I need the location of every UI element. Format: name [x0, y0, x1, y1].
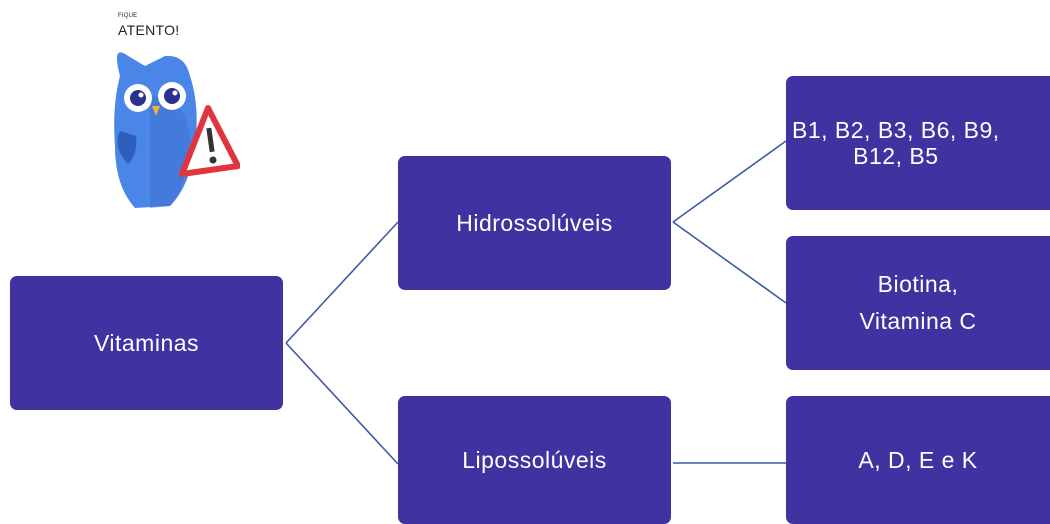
leaf-line: Biotina,: [877, 271, 959, 298]
connector-hidro-leaf2: [672, 221, 787, 304]
badge-big-text: ATENTO!: [118, 22, 180, 38]
leaf-box-biotina: Biotina, Vitamina C: [786, 236, 1050, 370]
leaf-line: B12, B5: [853, 143, 939, 169]
leaf-box-b-vitamins: B1, B2, B3, B6, B9, B12, B5: [786, 76, 1050, 210]
leaf-line: B1, B2, B3, B6, B9,: [792, 116, 1000, 143]
badge-small-text: FIQUE: [118, 13, 138, 19]
leaf-line: Vitamina C: [859, 308, 977, 334]
leaf-line: A, D, E e K: [858, 446, 978, 473]
leaf-box-adek: A, D, E e K: [786, 396, 1050, 524]
owl-warning-icon: [114, 52, 240, 208]
connector-root-lipo: [285, 342, 399, 465]
branch-box-hidrossoluveis: Hidrossolúveis: [398, 156, 671, 290]
branch-label-hidrossoluveis: Hidrossolúveis: [456, 209, 613, 236]
branch-label-lipossoluveis: Lipossolúveis: [462, 446, 607, 473]
root-label: Vitaminas: [93, 329, 200, 356]
root-box-vitaminas: Vitaminas: [10, 276, 283, 410]
branch-box-lipossoluveis: Lipossolúveis: [398, 396, 671, 524]
connector-hidro-leaf1: [672, 140, 787, 223]
connector-root-hidro: [285, 221, 399, 344]
fique-atento-badge: FIQUE ATENTO!: [90, 6, 240, 216]
